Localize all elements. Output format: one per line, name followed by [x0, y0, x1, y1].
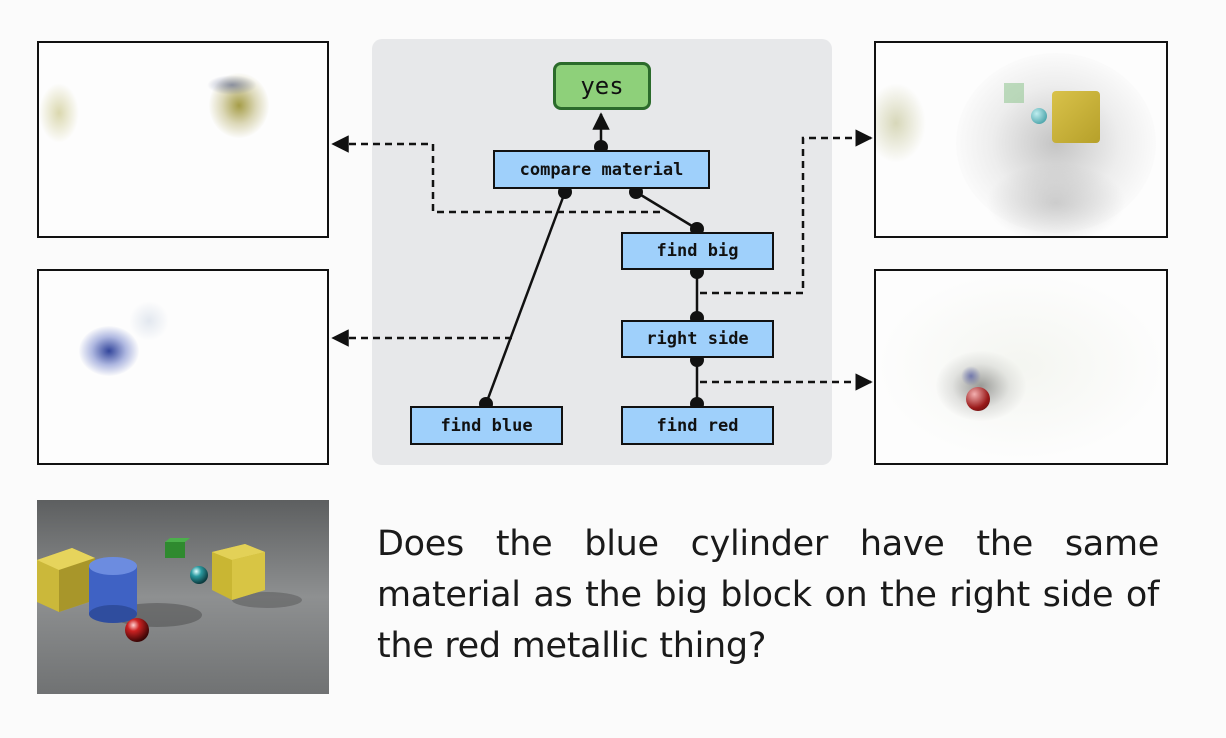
module-find-red: find red — [621, 406, 774, 445]
edge-big-to-compare — [635, 190, 698, 231]
answer-node: yes — [553, 62, 651, 110]
module-find-blue: find blue — [410, 406, 563, 445]
attention-blob — [129, 301, 169, 341]
attention-map-find-big — [874, 41, 1168, 238]
red-sphere — [966, 387, 990, 411]
edge-blue-to-compare — [484, 191, 567, 405]
attention-blob — [207, 75, 257, 95]
attention-map-right-side — [874, 269, 1168, 465]
attention-blob — [961, 366, 981, 386]
attention-map-find-blue — [37, 269, 329, 465]
module-find-big: find big — [621, 232, 774, 270]
attention-blob — [39, 83, 79, 143]
dashed-big-to-panel — [700, 129, 873, 295]
question-text: Does the blue cylinder have the same mat… — [377, 524, 1159, 666]
dashed-compare-to-panel — [331, 135, 660, 214]
scene-image — [37, 500, 329, 694]
attention-map-compare-material — [37, 41, 329, 238]
green-cube — [1004, 83, 1024, 103]
module-compare-material: compare material — [493, 150, 710, 189]
module-right-side: right side — [621, 320, 774, 358]
teal-sphere — [1031, 108, 1047, 124]
attention-blob — [986, 163, 1126, 236]
attention-blob — [876, 271, 1166, 461]
attention-blob — [876, 83, 926, 163]
attention-blob — [79, 326, 139, 376]
yellow-block — [1052, 91, 1100, 143]
